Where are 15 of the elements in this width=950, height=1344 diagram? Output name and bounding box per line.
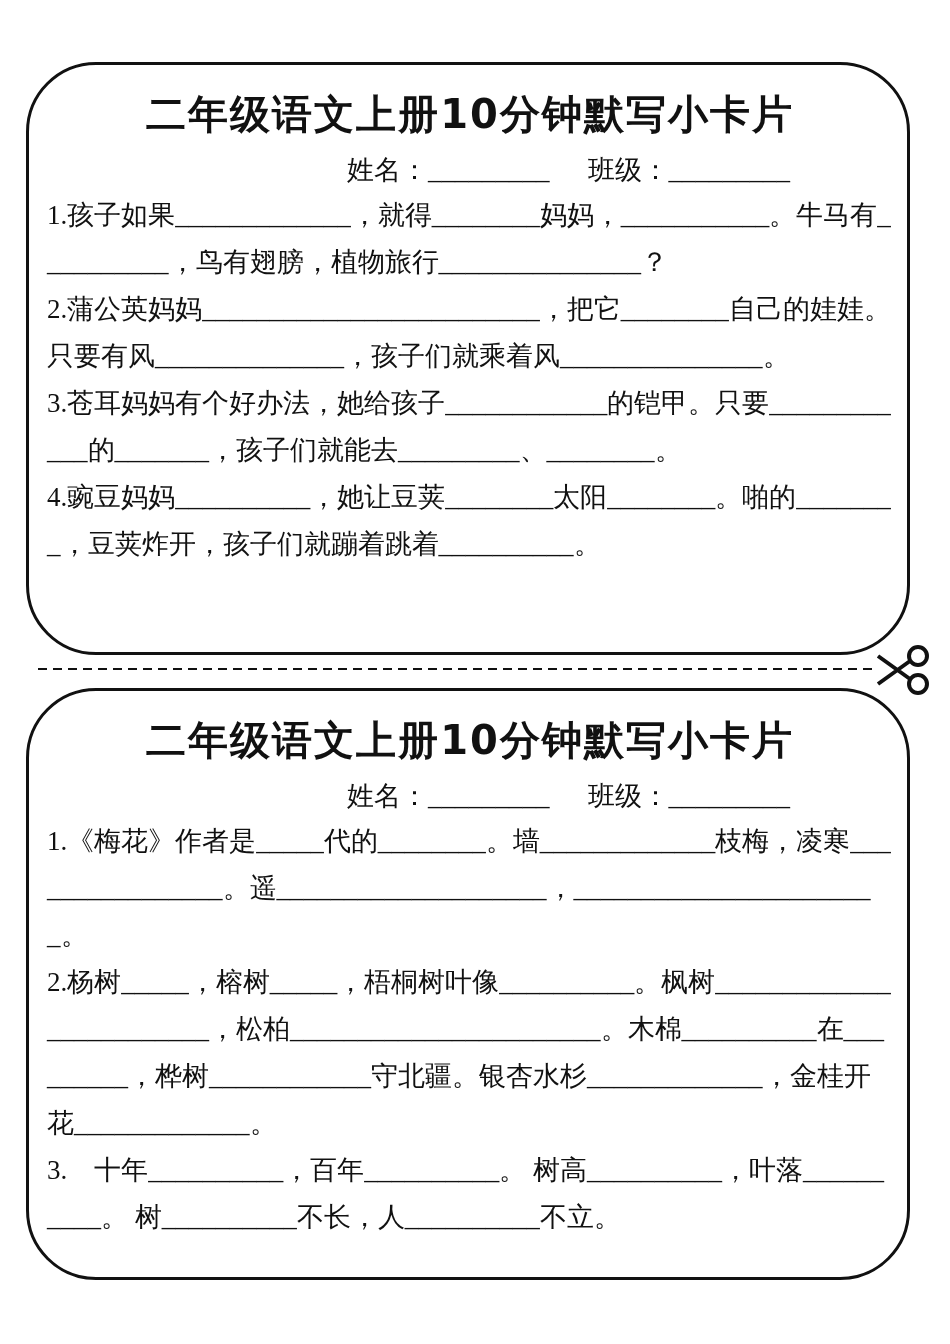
fill-in-question: 3. 十年__________，百年__________。 树高__________，叶落__________。 树__________不长，人__________不立。 [47, 1154, 886, 1234]
dictation-card [26, 688, 910, 1280]
card-title: 二年级语文上册10分钟默写小卡片 [145, 90, 795, 139]
fill-in-question: 1.孩子如果_____________，就得________妈妈，___________。牛马有__________，鸟有翅膀，植物旅行_______________？ [47, 199, 892, 279]
class-fill-in-line: 班级：_________ [587, 154, 790, 187]
name-fill-in-line: 姓名：_________ [347, 780, 550, 813]
fill-in-question: 4.豌豆妈妈__________，她让豆荚________太阳________。啪的________，豆荚炸开，孩子们就蹦着跳着__________。 [47, 481, 892, 561]
fill-in-question: 2.杨树_____，榕树_____，梧桐树叶像__________。枫树_________________________，松柏_______________________。木棉__________在_________，桦树____________守北疆。银杏水杉_____________，金桂开花_____________。 [47, 966, 892, 1140]
fill-in-question: 2.蒲公英妈妈_________________________，把它________自己的娃娃。只要有风______________，孩子们就乘着风_______________。 [47, 293, 892, 373]
name-fill-in-line: 姓名：_________ [347, 154, 550, 187]
class-fill-in-line: 班级：_________ [587, 780, 790, 813]
dictation-card [26, 62, 910, 655]
card-title: 二年级语文上册10分钟默写小卡片 [145, 716, 795, 765]
fill-in-question: 3.苍耳妈妈有个好办法，她给孩子____________的铠甲。只要____________的_______，孩子们就能去_________、________。 [47, 387, 892, 467]
fill-in-question: 1.《梅花》作者是_____代的________。墙_____________枝梅，凌寒________________。遥____________________，_______________________。 [47, 825, 892, 952]
